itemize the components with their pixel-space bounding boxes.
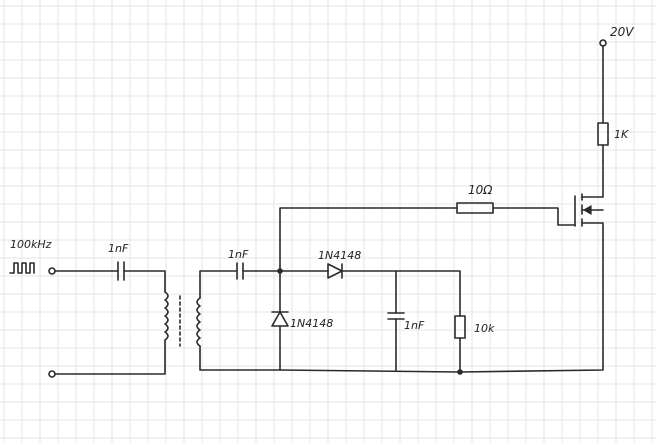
load-resistor-label: 10k (474, 322, 495, 335)
input-frequency-label: 100kHz (10, 238, 52, 251)
input-capacitor-label: 1nF (108, 242, 129, 255)
input-terminal-bottom (48, 370, 56, 378)
mosfet-arrow (582, 204, 592, 216)
series-diode: 1N4148 (279, 249, 461, 317)
gate-resistor: 10Ω (279, 183, 576, 272)
input-signal: 100kHz (9, 238, 56, 378)
shunt-diode-label: 1N4148 (290, 317, 333, 330)
supply-terminal: 20V (599, 25, 634, 47)
input-capacitor: 1nF (54, 242, 166, 293)
supply-label: 20V (610, 25, 634, 39)
transformer (54, 270, 281, 375)
filter-capacitor-label: 1nF (404, 319, 425, 332)
pullup-resistor: 1K (597, 45, 629, 161)
ground-rail (279, 227, 604, 373)
shunt-diode: 1N4148 (271, 270, 333, 371)
filter-capacitor: 1nF (387, 270, 425, 371)
input-terminal-top (48, 267, 56, 275)
secondary-capacitor: 1nF (228, 248, 281, 280)
load-resistor: 10k (454, 315, 495, 373)
secondary-capacitor-label: 1nF (228, 248, 249, 261)
ground-junction (457, 369, 463, 375)
secondary-winding (196, 297, 201, 347)
square-wave-icon (9, 262, 35, 274)
primary-winding (164, 291, 169, 341)
pullup-resistor-label: 1K (614, 128, 629, 141)
series-diode-label: 1N4148 (318, 249, 361, 262)
gate-resistor-label: 10Ω (468, 183, 493, 197)
mosfet (574, 159, 604, 229)
